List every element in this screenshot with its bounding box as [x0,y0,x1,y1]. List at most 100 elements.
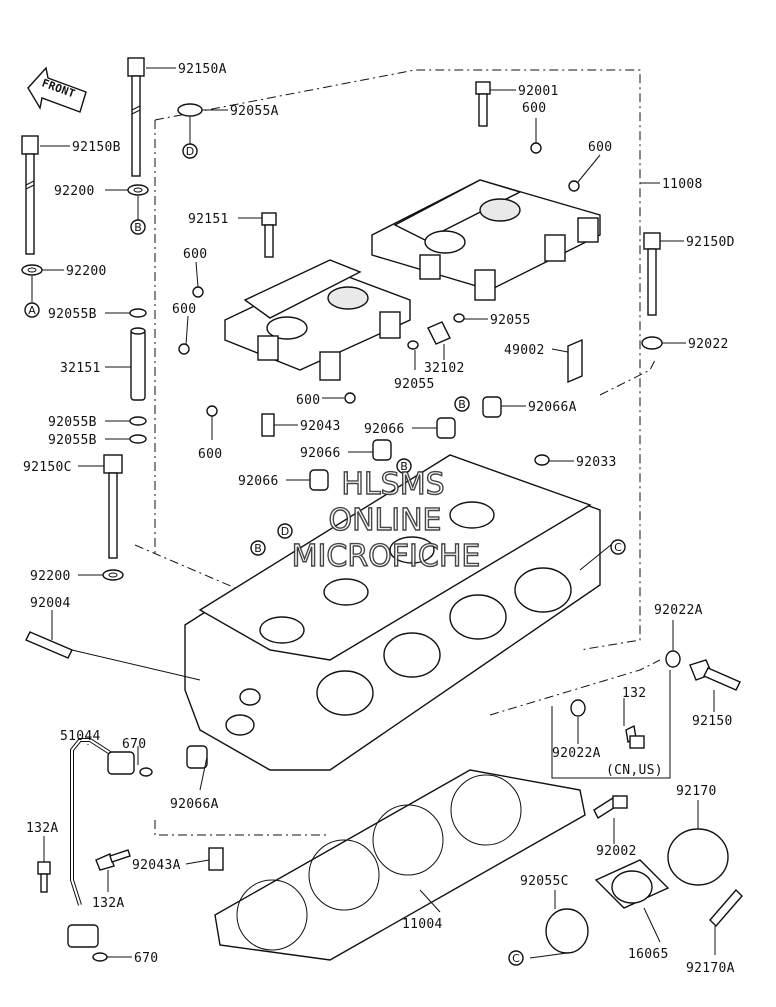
watermark-line2: ONLINE [328,503,441,538]
callout-92066-b: 92066 [300,446,341,461]
assembly-outline [134,69,661,836]
bolt-132A-left [37,861,51,893]
dowel-92043 [261,413,275,437]
callout-92066-c: 92066 [238,474,279,489]
watermark-line1: HLSMS [341,467,444,502]
pipe-32151 [130,327,146,401]
callout-11008: 11008 [662,177,703,192]
callout-92066A-b: 92066A [170,797,219,812]
oring-92055-left [407,340,419,350]
callout-132: 132 [622,686,646,701]
carburetor-holder-16065 [594,859,670,909]
ref-marker-label: B [254,542,262,555]
callout-92200-c: 92200 [30,569,71,584]
seal-92066-b [372,439,392,461]
bolt-92001 [475,81,491,127]
ref-marker-label: C [614,541,622,554]
guide-49002 [567,338,583,384]
ref-marker-D1: D [182,143,198,159]
callout-600-a: 600 [522,101,546,116]
callout-670-a: 670 [122,737,146,752]
callout-92170A: 92170A [686,961,735,976]
callout-92033: 92033 [576,455,617,470]
callout-92022A-a: 92022A [654,603,703,618]
callout-92001: 92001 [518,84,559,99]
ref-marker-label: B [134,221,142,234]
callout-92150D: 92150D [686,235,735,250]
ref-marker-label: B [458,398,466,411]
bolt-132 [625,724,645,749]
bolt-132A-right [95,849,131,871]
cylinder-head-gasket-11004 [214,769,586,961]
callout-11004: 11004 [402,917,443,932]
callout-92055A: 92055A [230,104,279,119]
callout-92043A: 92043A [132,858,181,873]
ref-marker-label: A [28,304,36,317]
oring-92055B-upper [129,308,147,318]
washer-92022A-upper [665,650,681,668]
oring-92055-right [453,313,465,323]
washer-92200-left [21,264,43,276]
front-arrow: FRONT [27,66,87,113]
callout-600-f: 600 [198,447,222,462]
callout-92150A: 92150A [178,62,227,77]
dowel-92043A [208,847,224,871]
callout-92150B: 92150B [72,140,121,155]
ref-marker-C2: C [508,950,524,966]
callout-92055-b: 92055 [394,377,435,392]
callout-92200-b: 92200 [66,264,107,279]
callout-670-b: 670 [134,951,158,966]
ref-marker-label: D [281,525,289,538]
callout-92150: 92150 [692,714,733,729]
callout-16065: 16065 [628,947,669,962]
clamp-92170A [709,888,743,928]
callout-92055C: 92055C [520,874,569,889]
bolt-92150B [21,135,39,255]
watermark-line3: MICROFICHE [292,539,481,574]
callout-92066A-a: 92066A [528,400,577,415]
plug-600-markers [178,142,580,417]
seal-92066A [482,396,502,418]
callout-600-b: 600 [588,140,612,155]
bolt-92150D [643,232,661,316]
ref-marker-label: D [186,145,194,158]
callout-cn-us: (CN,US) [606,763,663,778]
ref-marker-D2: D [277,523,293,539]
ref-marker-B3: B [396,458,412,474]
ref-marker-B1: B [130,219,146,235]
callout-92170: 92170 [676,784,717,799]
washer-92022 [641,336,663,350]
washer-92200-upper [127,184,149,196]
cylinder-head [184,454,601,771]
callout-51044: 51044 [60,729,101,744]
washer-92200-lower [102,569,124,581]
callout-32151: 32151 [60,361,101,376]
bolt-92150 [689,659,741,691]
callout-132A-b: 132A [92,896,125,911]
camshaft-holder-11008-left [224,259,411,381]
washer-670-upper [139,767,153,777]
callout-49002: 49002 [504,343,545,358]
ref-marker-A1: A [24,302,40,318]
callout-32102: 32102 [424,361,465,376]
callout-92022A-b: 92022A [552,746,601,761]
callout-92055B-c: 92055B [48,433,97,448]
watermark: HLSMS ONLINE MICROFICHE [291,466,481,574]
ref-marker-C1: C [610,539,626,555]
bolt-92151 [261,212,277,258]
callout-92066-a: 92066 [364,422,405,437]
seal-92066-c [309,469,329,491]
bolt-92002 [593,794,628,820]
cn-us-bracket [551,670,671,779]
callout-600-c: 600 [183,247,207,262]
callout-600-e: 600 [296,393,320,408]
callout-92055B-a: 92055B [48,307,97,322]
dowel-32102 [427,321,451,345]
callout-92022: 92022 [688,337,729,352]
clamp-92170 [667,828,729,886]
callout-600-d: 600 [172,302,196,317]
oil-pipe-51044 [67,738,135,948]
camshaft-holder-11008-right [371,179,601,301]
ref-marker-B2: B [454,396,470,412]
